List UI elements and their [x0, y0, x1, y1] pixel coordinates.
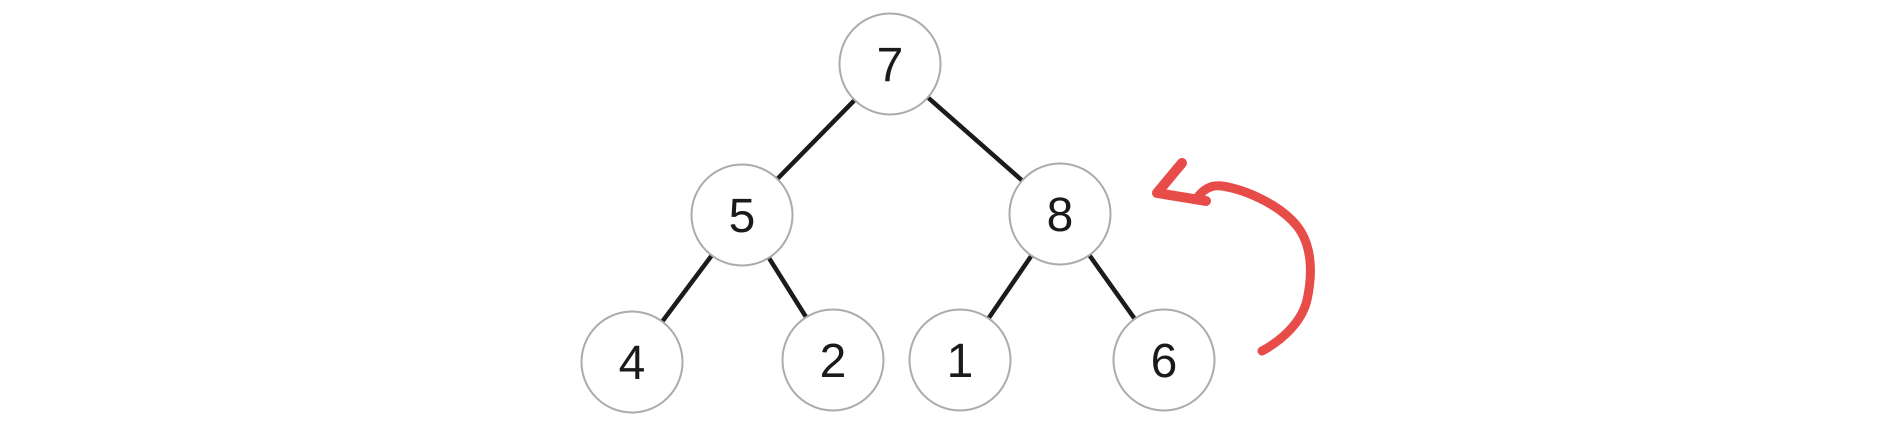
tree-node-circle-6: [1112, 308, 1216, 412]
tree-node-label-8: 8: [1047, 189, 1074, 242]
tree-node-label-4: 4: [619, 337, 646, 390]
tree-node-circle-5: [690, 163, 794, 267]
tree-node-label-2: 2: [820, 335, 847, 388]
tree-node-label-1: 1: [947, 335, 974, 388]
red-arrow-curve: [1192, 181, 1315, 356]
tree-node-circle-2: [781, 308, 885, 412]
red-arrow-head-icon: [1152, 158, 1211, 206]
tree-node-circle-1: [908, 308, 1012, 412]
tree-node-label-7: 7: [877, 39, 904, 92]
tree-node-label-6: 6: [1151, 335, 1178, 388]
tree-node-label-5: 5: [729, 190, 756, 243]
tree-node-circle-7: [838, 12, 942, 116]
tree-node-circle-4: [580, 310, 684, 414]
tree-node-circle-8: [1008, 162, 1112, 266]
